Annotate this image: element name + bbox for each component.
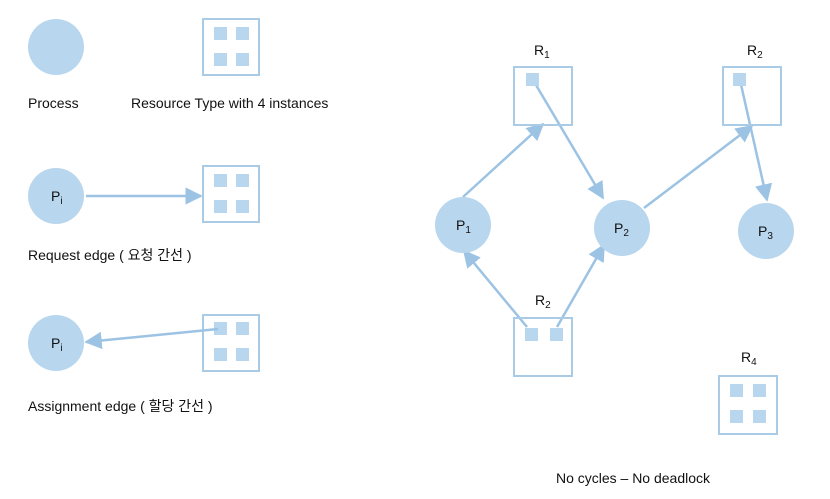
resource-r4: R4 — [718, 349, 778, 435]
process-p1: P1 — [435, 197, 491, 253]
resource-instance — [214, 27, 227, 40]
resource-instance — [730, 410, 743, 423]
process-p2-label: P2 — [614, 220, 629, 239]
resource-instance — [753, 384, 766, 397]
resource-r2-top-label: R2 — [747, 42, 763, 61]
legend-assignment-edge — [84, 327, 219, 350]
resource-instance — [550, 328, 563, 341]
resource-r4-box — [718, 375, 778, 435]
resource-instance — [525, 328, 538, 341]
resource-instance — [236, 53, 249, 66]
legend-request-process-circle — [28, 168, 84, 224]
caption: No cycles – No deadlock — [556, 470, 711, 486]
process-p2: P2 — [594, 200, 650, 256]
resource-instance — [730, 384, 743, 397]
resource-r2-bottom-label: R2 — [535, 292, 551, 311]
resource-r2-top: R2 — [722, 42, 782, 126]
allocation-graph: R1 R2 R2 R4 P1 — [435, 42, 794, 435]
resource-r2-bottom: R2 — [513, 292, 573, 377]
edge-r2-bottom-to-p2 — [555, 243, 606, 328]
resource-instance — [753, 410, 766, 423]
resource-r1: R1 — [513, 42, 573, 126]
legend-resource-type — [202, 18, 260, 76]
legend-request-resource-box — [202, 165, 260, 223]
legend-assignment-resource-box — [202, 314, 260, 372]
resource-r4-label: R4 — [741, 349, 757, 368]
edge-r2-top-to-p3 — [738, 79, 773, 202]
edge-p2-to-r2-top — [643, 124, 754, 209]
legend-resource-box — [202, 18, 260, 76]
legend-assignment-resource — [202, 314, 260, 372]
resource-r1-label: R1 — [534, 42, 550, 61]
legend-process-label: Process — [28, 95, 79, 111]
legend-request-process-label: Pi — [51, 188, 63, 207]
edge-r2-bottom-to-p1 — [462, 249, 528, 328]
legend-process-circle — [28, 19, 84, 75]
resource-r2-bottom-box — [513, 317, 573, 377]
resource-instance — [236, 174, 249, 187]
resource-instance — [214, 200, 227, 213]
edge-r1-to-p2 — [531, 79, 605, 200]
resource-instance — [214, 53, 227, 66]
process-p3: P3 — [738, 203, 794, 259]
legend-request-edge-label: Request edge ( 요청 간선 ) — [28, 247, 192, 263]
legend: Process Resource Type with 4 instances P… — [28, 18, 328, 414]
process-p1-label: P1 — [456, 217, 471, 236]
legend-assignment-process-circle — [28, 315, 84, 371]
resource-r2-top-box — [722, 66, 782, 126]
resource-instance — [733, 73, 746, 86]
legend-assignment-edge-label: Assignment edge ( 할당 간선 ) — [28, 398, 213, 414]
legend-assignment-process-label: Pi — [51, 335, 63, 354]
process-p3-circle — [738, 203, 794, 259]
resource-instance — [214, 348, 227, 361]
edge-p1-to-r1 — [462, 122, 545, 198]
resource-instance — [236, 348, 249, 361]
legend-resource-type-label: Resource Type with 4 instances — [131, 95, 328, 111]
resource-instance — [214, 322, 227, 335]
process-p2-circle — [594, 200, 650, 256]
resource-instance — [236, 27, 249, 40]
resource-instance — [236, 200, 249, 213]
resource-instance — [236, 322, 249, 335]
resource-instance — [214, 174, 227, 187]
process-p3-label: P3 — [758, 223, 773, 242]
resource-instance — [526, 73, 539, 86]
legend-request-resource — [202, 165, 260, 223]
process-p1-circle — [435, 197, 491, 253]
resource-r1-box — [513, 66, 573, 126]
